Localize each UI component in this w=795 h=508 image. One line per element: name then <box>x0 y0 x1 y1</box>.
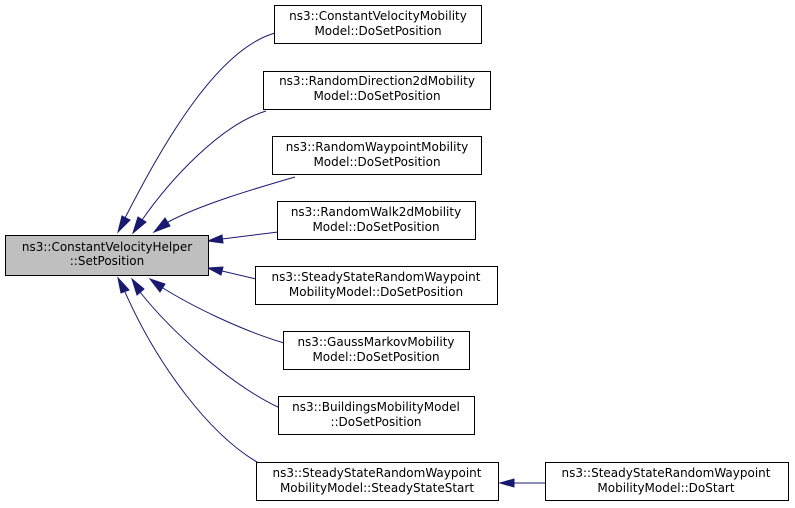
arrowhead-randomwalk <box>206 234 224 244</box>
node-line2: MobilityModel::DoStart <box>597 481 734 495</box>
node-box <box>277 201 476 240</box>
node-randomwaypoint-dosetposition[interactable]: ns3::RandomWaypointMobility Model::DoSet… <box>272 136 482 175</box>
edge-gaussmarkov-to-root <box>162 287 285 344</box>
node-randomdirection-dosetposition[interactable]: ns3::RandomDirection2dMobility Model::Do… <box>263 71 491 110</box>
node-steadystate-dosetposition[interactable]: ns3::SteadyStateRandomWaypoint MobilityM… <box>255 266 498 305</box>
arrowhead-constantvelocity <box>117 215 131 234</box>
node-gaussmarkov-dosetposition[interactable]: ns3::GaussMarkovMobility Model::DoSetPos… <box>283 331 470 370</box>
node-box <box>256 462 499 501</box>
node-line2: ::DoSetPosition <box>330 415 421 429</box>
edge-constantvelocity-to-root <box>124 32 276 219</box>
node-box <box>283 331 470 370</box>
node-line1: ns3::ConstantVelocityMobility <box>289 9 467 23</box>
arrowhead-randomwaypoint <box>152 217 171 234</box>
node-line2: Model::DoSetPosition <box>314 24 441 38</box>
node-root-box <box>5 235 209 276</box>
edge-randomwaypoint-to-root <box>167 176 296 223</box>
node-box <box>545 462 789 501</box>
node-box <box>272 136 482 175</box>
node-line1: ns3::SteadyStateRandomWaypoint <box>562 466 771 480</box>
edge-randomdirection-to-root <box>141 110 267 221</box>
node-buildings-dosetposition[interactable]: ns3::BuildingsMobilityModel ::DoSetPosit… <box>278 396 475 435</box>
edge-buildings-to-root <box>139 291 281 409</box>
node-randomwalk-dosetposition[interactable]: ns3::RandomWalk2dMobility Model::DoSetPo… <box>277 201 476 240</box>
edge-randomwalk-to-root <box>221 231 279 240</box>
node-box <box>274 5 482 44</box>
edge-steadystatestart-to-root <box>124 291 269 469</box>
node-line2: Model::DoSetPosition <box>312 220 439 234</box>
node-line1: ns3::GaussMarkovMobility <box>297 335 454 349</box>
arrowhead-steadystatestart <box>117 276 130 294</box>
node-line2: Model::DoSetPosition <box>313 89 440 103</box>
node-line1: ns3::SteadyStateRandomWaypoint <box>273 466 482 480</box>
node-line1: ns3::SteadyStateRandomWaypoint <box>272 270 481 284</box>
node-line1: ns3::BuildingsMobilityModel <box>292 400 460 414</box>
node-line1: ns3::RandomWaypointMobility <box>286 140 469 154</box>
node-line1: ns3::RandomWalk2dMobility <box>291 205 461 219</box>
arrowhead-dostart <box>498 478 515 488</box>
node-line2: Model::DoSetPosition <box>313 155 440 169</box>
arrowhead-steadystate-dosetposition <box>206 266 224 276</box>
node-root-setposition[interactable]: ns3::ConstantVelocityHelper ::SetPositio… <box>5 235 209 276</box>
node-steadystate-dostart[interactable]: ns3::SteadyStateRandomWaypoint MobilityM… <box>545 462 789 501</box>
node-box <box>278 396 475 435</box>
edge-steadystate-dosetposition-to-root <box>221 270 257 280</box>
node-root-line1: ns3::ConstantVelocityHelper <box>22 240 192 254</box>
arrowhead-gaussmarkov <box>148 278 166 293</box>
arrowhead-randomdirection <box>132 216 147 235</box>
node-constantvelocity-dosetposition[interactable]: ns3::ConstantVelocityMobility Model::DoS… <box>274 5 482 44</box>
node-line2: Model::DoSetPosition <box>312 350 439 364</box>
arrowhead-buildings <box>131 277 145 296</box>
node-line2: MobilityModel::DoSetPosition <box>289 285 463 299</box>
node-box <box>263 71 491 110</box>
edges <box>117 32 545 488</box>
node-root-line2: ::SetPosition <box>70 254 145 268</box>
node-steadystate-steadystatestart[interactable]: ns3::SteadyStateRandomWaypoint MobilityM… <box>256 462 499 501</box>
node-line1: ns3::RandomDirection2dMobility <box>279 74 475 88</box>
node-line2: MobilityModel::SteadyStateStart <box>280 481 474 495</box>
node-box <box>255 266 498 305</box>
